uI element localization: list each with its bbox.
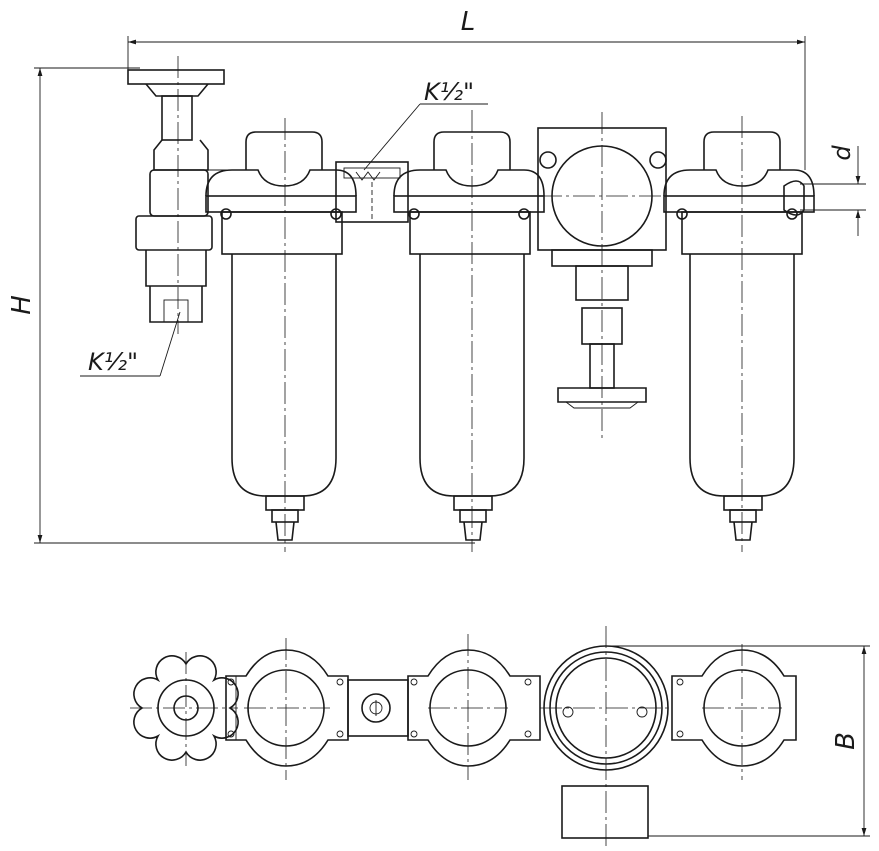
dim-label-H: H <box>7 295 37 315</box>
regulator-plan <box>540 626 672 848</box>
thread-label-top: K½" <box>424 78 474 106</box>
plan-view: B <box>130 626 870 848</box>
dimension-B: B <box>606 645 870 837</box>
filter-plan-2 <box>407 634 541 780</box>
dimension-L: L <box>127 7 806 170</box>
filter-unit-2 <box>393 110 545 552</box>
filter-unit-3 <box>663 116 815 552</box>
dimension-d: d <box>800 145 866 236</box>
handwheel-plan <box>130 652 239 766</box>
thread-label-left: K½" <box>88 348 138 376</box>
dimension-H: H <box>7 67 475 544</box>
front-view: L H d K½" K½" <box>7 7 866 552</box>
pressure-regulator <box>537 112 667 440</box>
coupling-1 <box>335 161 409 223</box>
shutoff-valve <box>127 56 236 334</box>
thread-callout-top: K½" <box>363 78 488 171</box>
dim-label-L: L <box>461 7 476 37</box>
dim-label-B: B <box>831 732 861 750</box>
filter-plan-3 <box>671 644 797 780</box>
thread-callout-left: K½" <box>80 311 181 377</box>
filter-plan-1 <box>225 638 349 780</box>
filter-unit-1 <box>205 118 357 552</box>
coupling-plan <box>347 679 409 737</box>
dim-label-d: d <box>828 145 856 161</box>
